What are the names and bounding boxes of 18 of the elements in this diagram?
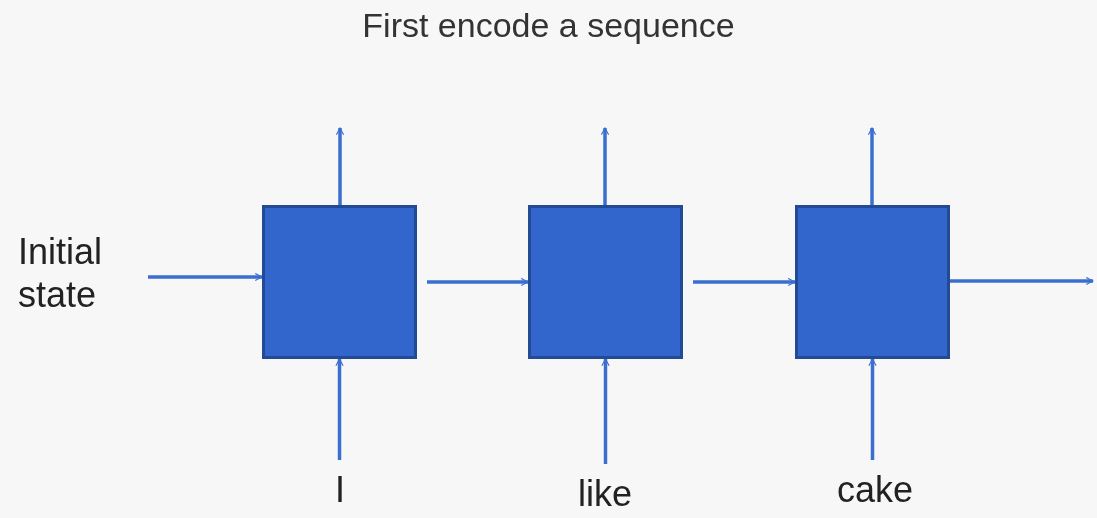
arrow bbox=[335, 127, 345, 205]
process-box bbox=[795, 205, 950, 359]
process-box bbox=[262, 205, 417, 359]
diagram-title: First encode a sequence bbox=[361, 6, 736, 45]
arrow bbox=[693, 277, 796, 287]
arrow bbox=[600, 127, 610, 205]
arrow bbox=[868, 358, 877, 460]
node-label: like bbox=[555, 472, 655, 518]
arrow bbox=[867, 127, 877, 205]
node-label: cake bbox=[820, 468, 930, 514]
arrow bbox=[427, 277, 529, 287]
node-label: Initial state bbox=[18, 230, 138, 324]
arrow bbox=[601, 358, 610, 464]
process-box bbox=[528, 205, 683, 359]
node-label: I bbox=[310, 468, 370, 514]
arrow bbox=[148, 272, 263, 282]
arrow bbox=[335, 358, 344, 460]
arrow bbox=[950, 276, 1094, 286]
